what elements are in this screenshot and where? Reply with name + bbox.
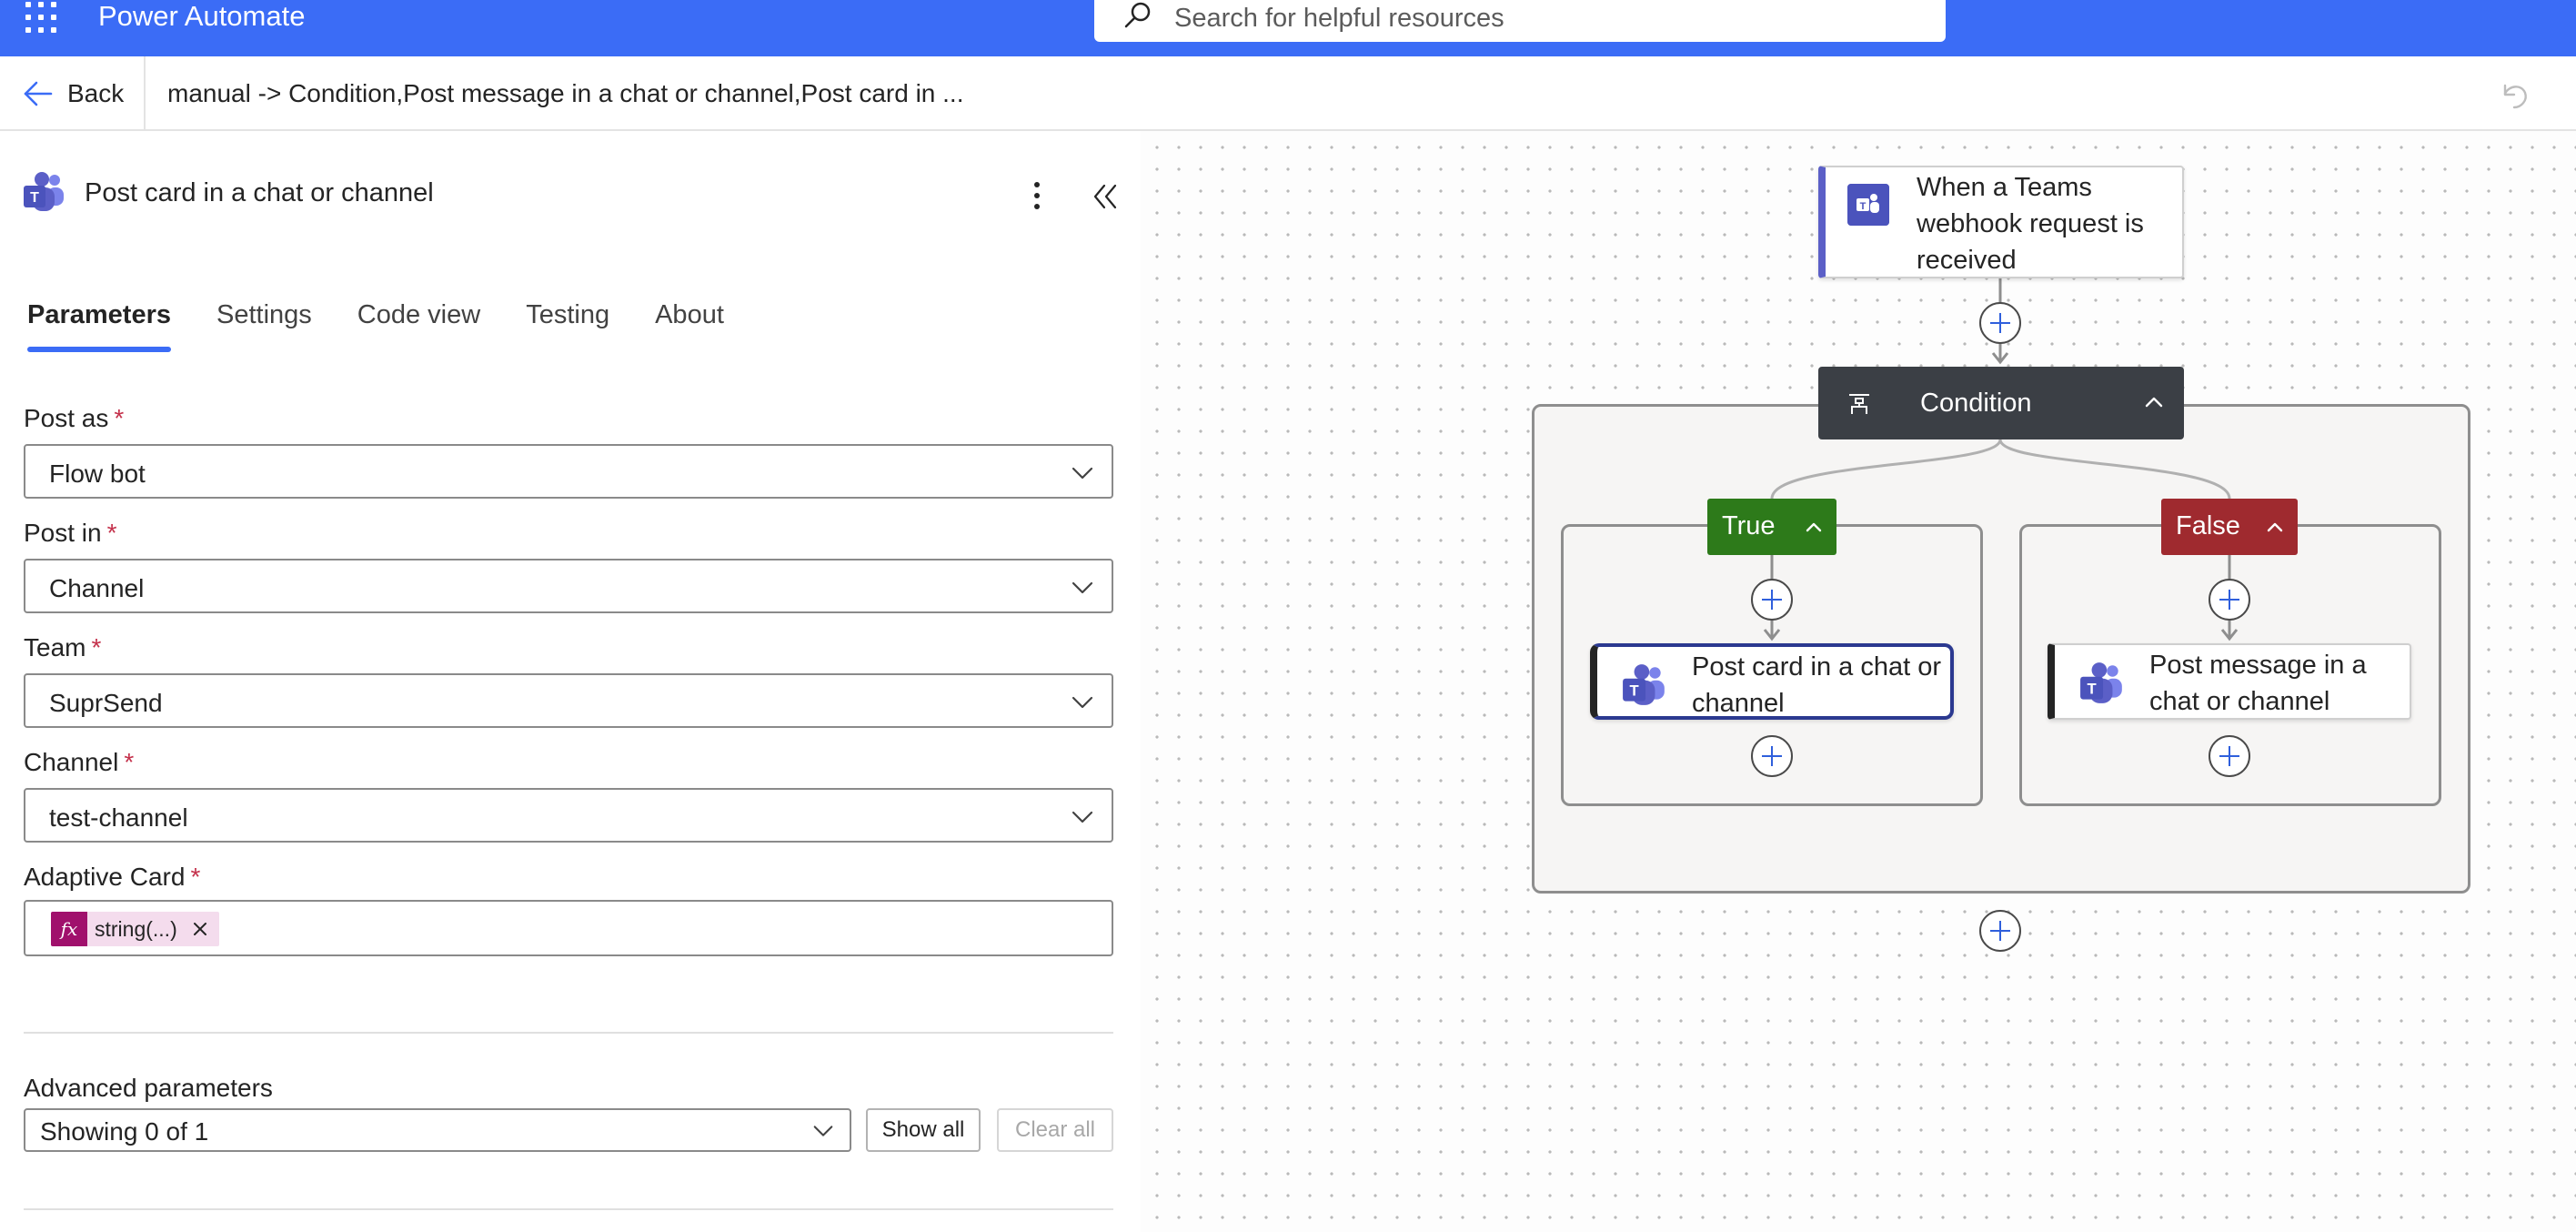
tab-parameters[interactable]: Parameters [27, 300, 171, 352]
clear-all-button[interactable]: Clear all [997, 1108, 1113, 1152]
tab-testing[interactable]: Testing [526, 300, 610, 329]
back-button[interactable]: Back [22, 73, 124, 115]
search-input[interactable]: Search for helpful resources [1094, 0, 1946, 42]
false-branch-header[interactable]: False [2161, 499, 2298, 555]
post-as-dropdown[interactable]: Flow bot [24, 444, 1113, 499]
teams-icon: T [1623, 664, 1665, 705]
teams-webhook-icon: T [1847, 184, 1889, 226]
chevron-down-icon [1072, 467, 1093, 480]
tab-code-view[interactable]: Code view [357, 300, 481, 329]
more-options-icon[interactable] [1022, 178, 1052, 215]
false-label: False [2176, 511, 2240, 540]
post-card-action-title: Post card in a chat or channel [1692, 652, 1942, 718]
action-details-panel: T Post card in a chat or channel Paramet… [0, 131, 1141, 1232]
post-in-value: Channel [49, 574, 145, 602]
tab-settings[interactable]: Settings [216, 300, 312, 329]
chevron-down-icon [813, 1126, 833, 1136]
adaptive-card-label: Adaptive Card* [24, 863, 201, 891]
post-as-label: Post as* [24, 404, 125, 432]
add-action-button[interactable] [1751, 735, 1793, 777]
flow-canvas[interactable]: T When a Teams webhook request is receiv… [1141, 131, 2576, 1232]
teams-icon: T [24, 172, 64, 211]
post-card-action-node[interactable]: T Post card in a chat or channel [1590, 643, 1954, 720]
expression-token[interactable]: fx string(...) [51, 912, 219, 946]
channel-value: test-channel [49, 803, 188, 832]
top-bar: Power Automate Search for helpful resour… [0, 0, 2576, 56]
back-label: Back [67, 79, 125, 107]
function-icon: fx [51, 912, 87, 946]
section-divider [24, 1032, 1113, 1034]
condition-node[interactable]: Condition [1818, 367, 2184, 439]
section-divider [24, 1208, 1113, 1210]
chevron-down-icon [1072, 581, 1093, 594]
true-branch-header[interactable]: True [1707, 499, 1836, 555]
flow-connectors [1763, 278, 2239, 641]
panel-title: Post card in a chat or channel [85, 178, 434, 207]
svg-text:T: T [30, 190, 39, 206]
condition-label: Condition [1920, 389, 2032, 418]
expression-token-text: string(...) [95, 916, 177, 941]
chevron-up-icon[interactable] [2265, 517, 2285, 537]
chevron-up-icon[interactable] [2142, 390, 2166, 414]
chevron-up-icon[interactable] [1804, 517, 1824, 537]
add-action-button[interactable] [1979, 910, 2021, 952]
post-as-value: Flow bot [49, 459, 146, 488]
team-label: Team* [24, 633, 102, 661]
channel-label: Channel* [24, 748, 135, 776]
chevron-down-icon [1072, 696, 1093, 709]
flow-breadcrumb: manual -> Condition,Post message in a ch… [167, 79, 964, 107]
teams-icon: T [2080, 662, 2122, 703]
app-name[interactable]: Power Automate [98, 0, 306, 32]
condition-icon [1849, 394, 1869, 414]
collapse-panel-icon[interactable] [1088, 180, 1121, 213]
trigger-node[interactable]: T When a Teams webhook request is receiv… [1818, 166, 2184, 278]
channel-dropdown[interactable]: test-channel [24, 788, 1113, 843]
advanced-parameters-dropdown[interactable]: Showing 0 of 1 [24, 1108, 851, 1152]
undo-icon[interactable] [2494, 73, 2534, 113]
add-action-button[interactable] [1751, 579, 1793, 621]
arrow-left-icon [24, 81, 53, 106]
search-icon [1124, 2, 1151, 28]
chevron-down-icon [1072, 811, 1093, 823]
svg-text:T: T [1629, 682, 1638, 699]
svg-text:T: T [2087, 680, 2096, 697]
svg-text:T: T [1860, 201, 1867, 212]
add-action-button[interactable] [2209, 579, 2250, 621]
show-all-button[interactable]: Show all [866, 1108, 981, 1152]
advanced-parameters-value: Showing 0 of 1 [40, 1117, 209, 1146]
designer-header: Back manual -> Condition,Post message in… [0, 56, 2576, 131]
advanced-parameters-label: Advanced parameters [24, 1074, 273, 1102]
post-message-action-title: Post message in a chat or channel [2149, 651, 2367, 716]
add-action-button[interactable] [2209, 735, 2250, 777]
post-message-action-node[interactable]: T Post message in a chat or channel [2048, 643, 2411, 720]
remove-token-icon[interactable] [192, 921, 208, 937]
app-launcher-icon[interactable] [25, 2, 56, 33]
team-value: SuprSend [49, 689, 163, 717]
post-in-dropdown[interactable]: Channel [24, 559, 1113, 613]
header-divider [144, 56, 146, 129]
search-placeholder: Search for helpful resources [1174, 4, 1504, 33]
true-label: True [1722, 511, 1776, 540]
panel-tabs: Parameters Settings Code view Testing Ab… [27, 300, 724, 352]
post-in-label: Post in* [24, 519, 117, 547]
add-action-button[interactable] [1979, 302, 2021, 344]
team-dropdown[interactable]: SuprSend [24, 673, 1113, 728]
adaptive-card-input[interactable]: fx string(...) [24, 900, 1113, 956]
trigger-title: When a Teams webhook request is received [1917, 173, 2144, 275]
tab-about[interactable]: About [655, 300, 724, 329]
